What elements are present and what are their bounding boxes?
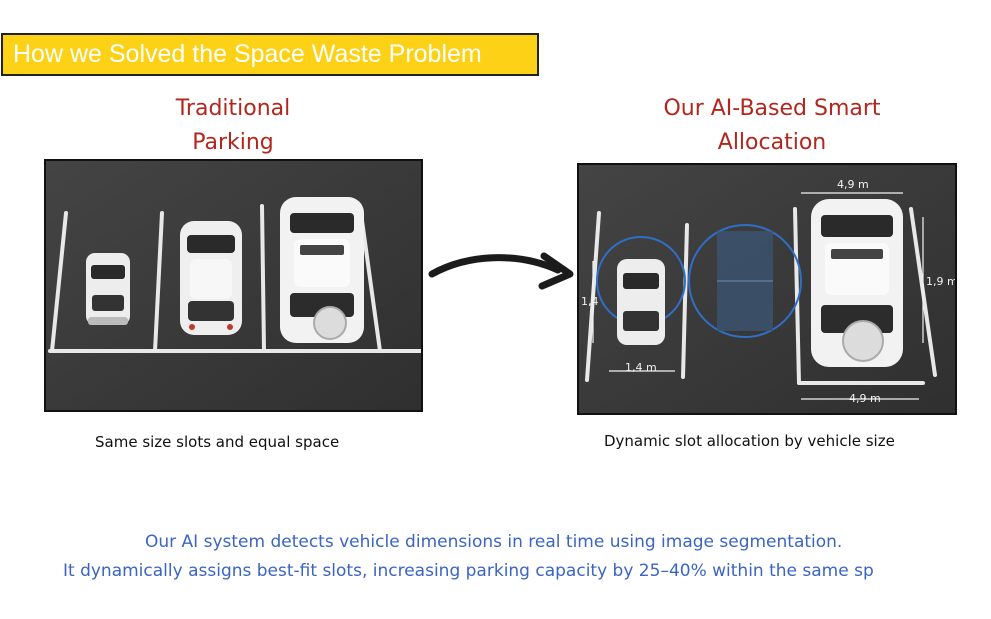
smart-allocation-heading: Our AI-Based Smart Allocation xyxy=(622,92,922,160)
smart-heading-line2: Allocation xyxy=(717,130,827,155)
page-title: How we Solved the Space Waste Problem xyxy=(13,40,482,68)
body-text-line2: It dynamically assigns best-fit slots, i… xyxy=(63,561,874,581)
large-suv-icon xyxy=(280,197,364,343)
smart-allocation-image: 4,9 m 4,9 m 1,4 m 1,4 1,9 m xyxy=(577,163,957,415)
smart-heading-line1: Our AI-Based Smart xyxy=(663,96,881,121)
dim-top-width: 4,9 m xyxy=(837,178,869,191)
smart-allocation-illustration: 4,9 m 4,9 m 1,4 m 1,4 1,9 m xyxy=(579,165,957,413)
small-car-icon xyxy=(617,259,665,345)
smart-caption: Dynamic slot allocation by vehicle size xyxy=(604,432,895,450)
medium-car-icon xyxy=(180,221,242,335)
dim-small-width: 1,4 m xyxy=(625,361,657,374)
dim-bottom-width: 4,9 m xyxy=(849,392,881,405)
traditional-caption: Same size slots and equal space xyxy=(95,433,340,451)
title-banner: How we Solved the Space Waste Problem xyxy=(1,33,539,76)
traditional-parking-image xyxy=(44,159,423,412)
traditional-heading: Traditional Parking xyxy=(133,92,333,160)
dim-small-length: 1,4 xyxy=(581,295,599,308)
curved-right-arrow-icon xyxy=(428,252,574,290)
dim-side-height: 1,9 m xyxy=(926,275,957,288)
traditional-parking-illustration xyxy=(46,161,421,410)
traditional-heading-line1: Traditional xyxy=(175,96,291,121)
traditional-heading-line2: Parking xyxy=(192,130,274,155)
body-text-line1: Our AI system detects vehicle dimensions… xyxy=(145,532,843,552)
dimension-lines xyxy=(592,192,924,400)
small-car-icon xyxy=(86,253,130,325)
large-suv-icon xyxy=(811,199,903,367)
